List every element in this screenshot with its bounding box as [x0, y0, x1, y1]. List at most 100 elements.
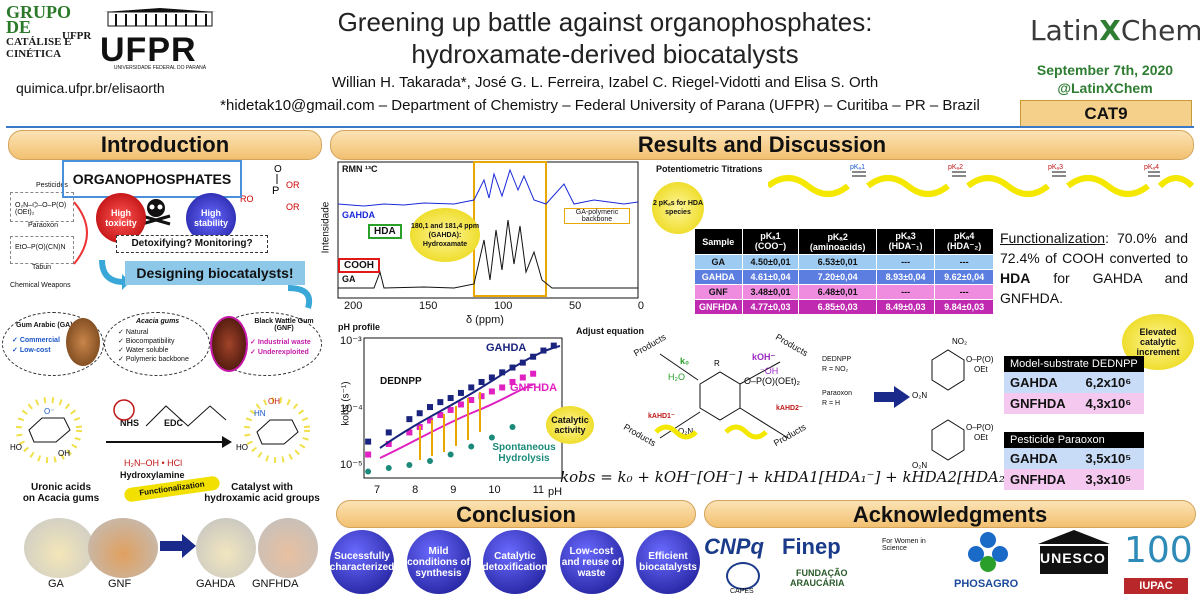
- conference-date: September 7th, 2020: [1036, 62, 1174, 78]
- data-point-spontaneous-hydrolysis: [385, 465, 392, 472]
- data-point-spontaneous-hydrolysis: [427, 457, 433, 464]
- svg-text:O–P(O)(OEt)₂: O–P(O)(OEt)₂: [744, 376, 801, 386]
- func-hda: HDA: [1000, 270, 1031, 286]
- gum-arabic-title: Gum Arabic (GA): [16, 322, 73, 329]
- group-website[interactable]: quimica.ufpr.br/elisaorth: [16, 80, 165, 96]
- nmr-backbone-tag: GA-polymeric backbone: [564, 208, 630, 224]
- h2o-label: H₂O: [668, 372, 685, 382]
- section-conclusion: Conclusion: [336, 500, 696, 528]
- pka-cell: GAHDA: [694, 269, 743, 285]
- data-point-spontaneous-hydrolysis: [488, 434, 495, 441]
- ph-profile-chart: [363, 337, 563, 479]
- svg-text:OEt: OEt: [974, 433, 989, 442]
- group-logo: GRUPO DE CATÁLISE E CINÉTICA UFPR: [6, 3, 91, 66]
- data-point-gahda: [437, 399, 444, 406]
- header-divider: [6, 126, 1194, 128]
- acacia-item: Polymeric backbone: [125, 356, 189, 363]
- catalyst-line2: hydroxamic acid groups: [204, 493, 320, 504]
- pka-cell: 8.93±0,04: [875, 269, 936, 285]
- data-point-gahda: [427, 404, 433, 411]
- ph-substrate-label: DEDNPP: [380, 376, 422, 387]
- nmr-ylabel: Intensidade: [320, 201, 332, 254]
- ph-xtick: 8: [412, 484, 419, 496]
- finep-logo: Finep: [782, 534, 841, 559]
- data-point-gahda: [457, 389, 464, 396]
- pka-header: pKₐ1 (COO⁻): [741, 228, 800, 255]
- conf-logo-post: Chem: [1120, 14, 1200, 47]
- nmr-gahda-label: GAHDA: [342, 210, 375, 220]
- contact-line: *hidetak10@gmail.com – Department of Che…: [220, 97, 980, 114]
- paraoxon-increment-head: Pesticide Paraoxon: [1004, 432, 1144, 448]
- r-no2-label: R = NO₂: [822, 366, 849, 373]
- functionalization-text: Functionalization: 70.0% and 72.4% of CO…: [1000, 228, 1188, 308]
- nmr-cooh-tag: COOH: [338, 258, 380, 273]
- pka-cell: 4.50±0,01: [741, 254, 800, 270]
- nmr-xtick: 50: [568, 300, 582, 312]
- acacia-card: Acacia gums ✓ Natural ✓ Biocompatibility…: [104, 312, 210, 376]
- data-point-gahda: [488, 374, 495, 381]
- pka-cell: 3.48±0,01: [741, 284, 800, 300]
- conference-handle[interactable]: @LatinXChem: [1057, 80, 1153, 96]
- paraoxon-adjust-label: Paraoxon: [822, 390, 852, 397]
- data-point-gnfhda: [365, 451, 372, 458]
- data-point-gahda: [406, 416, 413, 423]
- acacia-item: Biocompatibility: [125, 338, 175, 345]
- ph-xtick: 10: [488, 484, 501, 496]
- photo-ga: [24, 518, 94, 578]
- logo-line2: CATÁLISE E: [6, 36, 72, 48]
- title-line1: Greening up battle against organophospha…: [337, 7, 873, 37]
- svg-text:O⁻: O⁻: [44, 407, 54, 416]
- kahd1-label: kAHD1⁻: [648, 413, 675, 420]
- chemical-weapons-label: Chemical Weapons: [10, 282, 71, 289]
- pka-table: Sample pKₐ1 (COO⁻) pKₐ2 (aminoacids) pKₐ…: [694, 228, 994, 315]
- data-point-spontaneous-hydrolysis: [447, 451, 454, 458]
- data-point-gahda: [385, 429, 392, 436]
- titration-bubble: 2 pKₐs for HDA species: [652, 182, 704, 234]
- authors: Willian H. Takarada*, José G. L. Ferreir…: [331, 74, 879, 91]
- pka-cell: ---: [875, 284, 936, 300]
- ph-xticks: 7 8 9 10 11: [374, 484, 544, 496]
- oh-label: ⁻OH: [760, 366, 779, 376]
- logo-ufpr-small: UFPR: [62, 30, 92, 42]
- black-wattle-item: Industrial waste: [257, 339, 311, 346]
- func-tail: for GAHDA and GNFHDA.: [1000, 270, 1188, 306]
- data-point-spontaneous-hydrolysis: [468, 443, 475, 450]
- k0-label: k₀: [680, 356, 690, 366]
- nmr-xticks: 200 150 100 50 0: [344, 300, 644, 312]
- pka-cell: GA: [694, 254, 743, 270]
- photo-label-gnfhda: GNFHDA: [252, 578, 299, 590]
- data-point-gahda: [447, 395, 454, 402]
- svg-text:O₂N: O₂N: [912, 461, 927, 470]
- kobs-equation: kobs = k₀ + kOH⁻[OH⁻] + kHDA1[HDA₁⁻] + k…: [560, 468, 1019, 486]
- pka-header: pKₐ2 (aminoacids): [798, 228, 877, 255]
- ph-xtick: 9: [450, 484, 457, 496]
- pka-header: pKₐ3 (HDA⁻₁): [875, 228, 936, 255]
- photo-gnf: [88, 518, 158, 578]
- pka-cell: 6.48±0,01: [798, 284, 877, 300]
- title-line2: hydroxamate-derived biocatalysts: [411, 39, 799, 69]
- svg-text:HO: HO: [236, 443, 248, 452]
- data-point-gnfhda: [478, 393, 485, 400]
- section-introduction: Introduction: [8, 130, 322, 160]
- paraoxon-structure: O₂N–⌬–O–P(O)(OEt)₂: [10, 192, 74, 222]
- pka-cell: ---: [875, 254, 936, 270]
- tabun-label: Tabun: [32, 264, 52, 271]
- catalytic-activity-bubble: Catalytic activity: [546, 406, 594, 444]
- data-point-gnfhda: [406, 429, 413, 436]
- intro-panel: Pesticides O₂N–⌬–O–P(O)(OEt)₂ Paraoxon E…: [6, 160, 322, 498]
- data-point-gnfhda: [447, 406, 454, 413]
- fundacao-label: FUNDAÇÃO: [796, 568, 848, 578]
- dednpp-increment-head: Model-substrate DEDNPP: [1004, 356, 1144, 372]
- black-wattle-photo: [210, 316, 248, 372]
- svg-text:OEt: OEt: [974, 365, 989, 374]
- data-point-gahda: [478, 378, 485, 385]
- down-arrow-icon: [287, 285, 312, 309]
- pka-cell: 7.20±0,04: [798, 269, 877, 285]
- svg-text:NO₂: NO₂: [952, 337, 967, 346]
- pka-table-header: Sample pKₐ1 (COO⁻) pKₐ2 (aminoacids) pKₐ…: [694, 228, 994, 255]
